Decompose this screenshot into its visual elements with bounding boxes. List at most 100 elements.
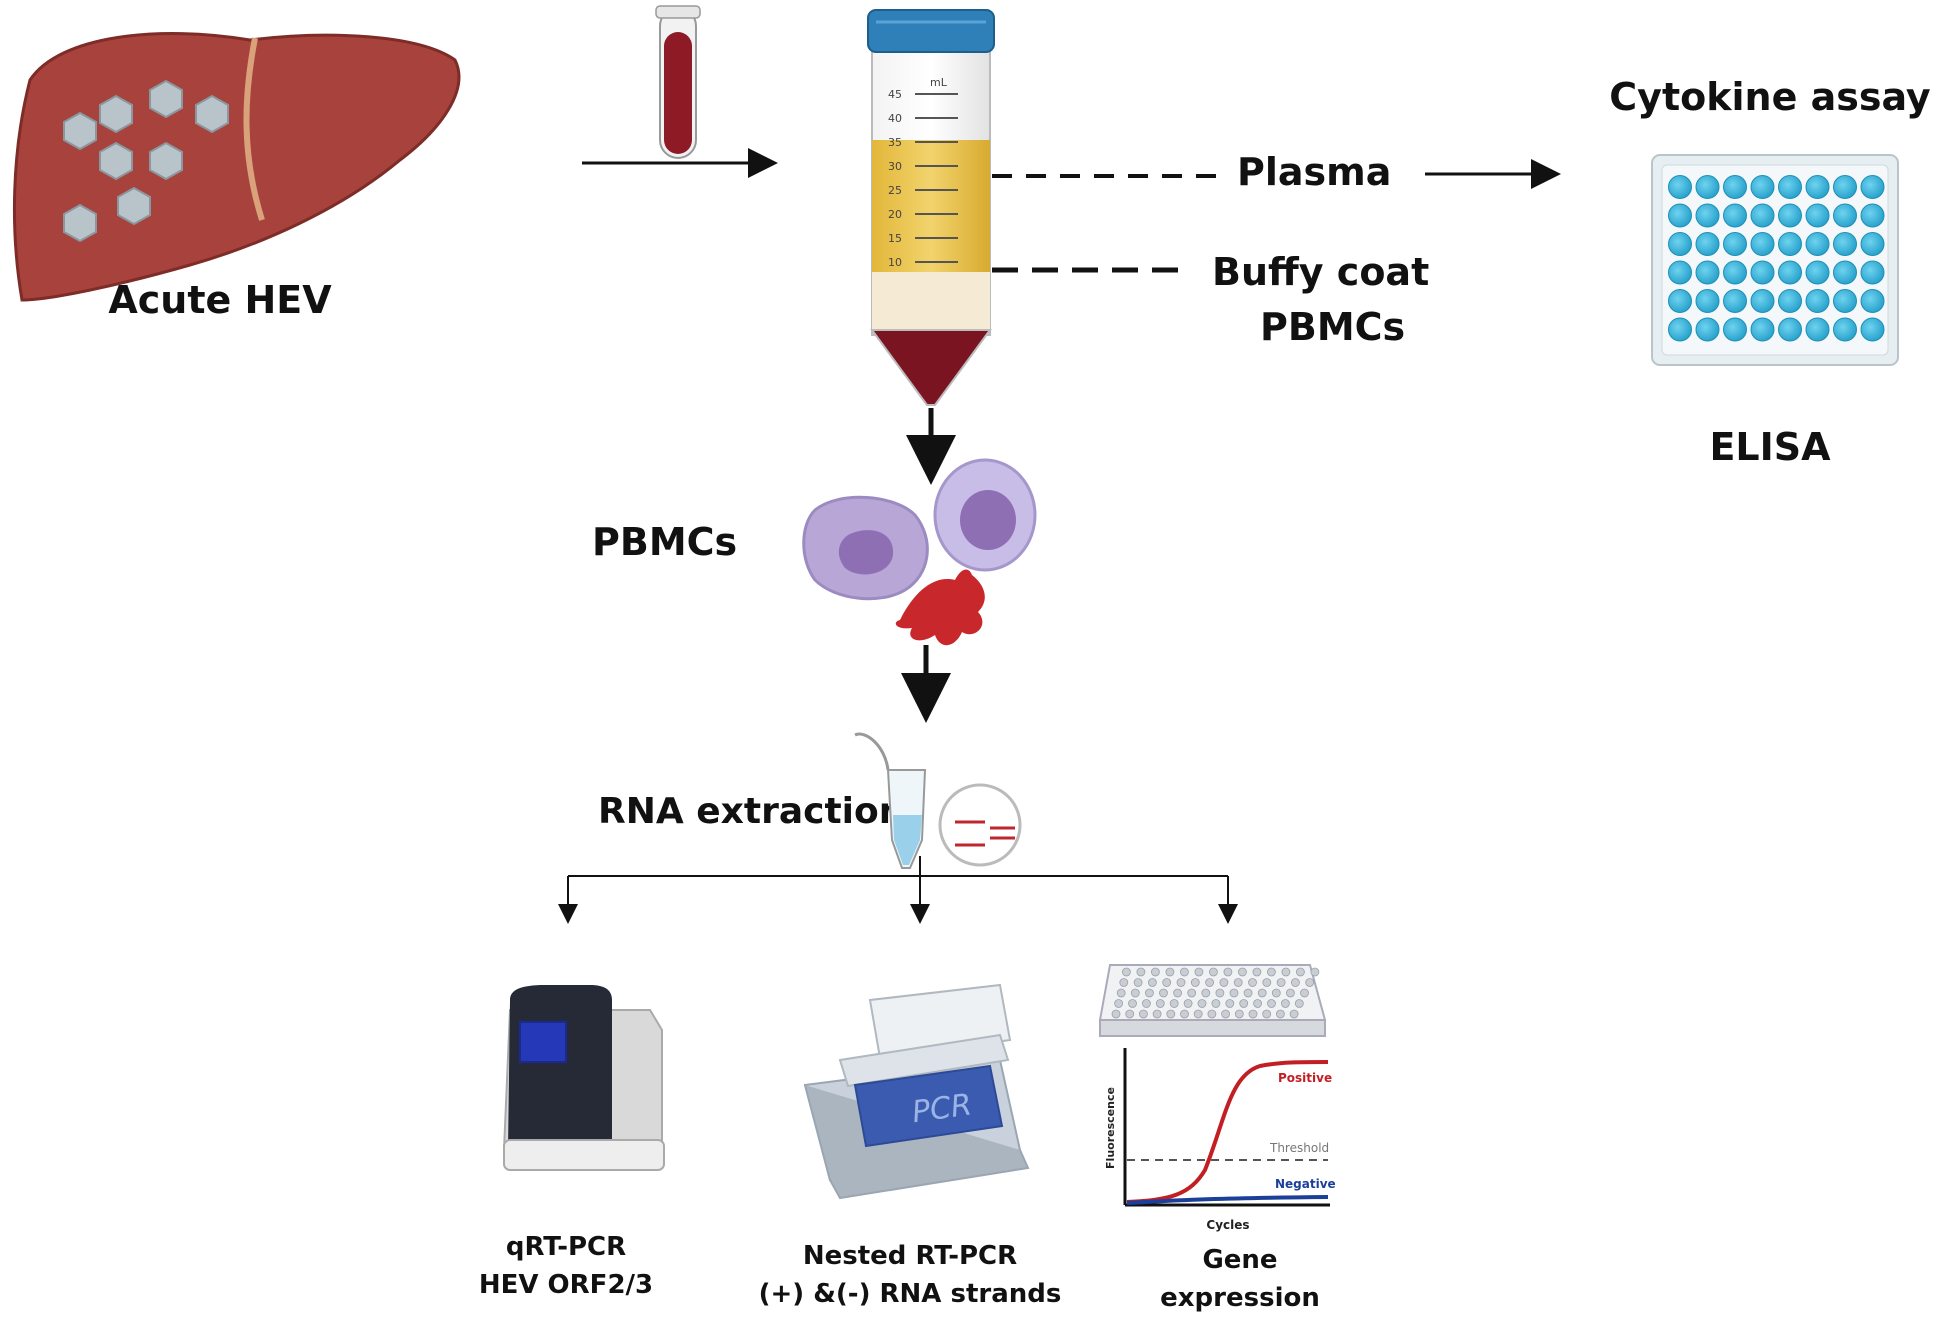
- positive-curve: [1126, 1060, 1329, 1204]
- elisa-well: [1668, 289, 1692, 313]
- elisa-well: [1695, 317, 1720, 342]
- plot-negative-label: Negative: [1275, 1177, 1336, 1191]
- pcr-plate-well: [1201, 988, 1211, 998]
- pcr-plate-well: [1294, 999, 1304, 1008]
- elisa-well: [1668, 317, 1692, 342]
- pcr-plate-well: [1145, 988, 1154, 998]
- tube-tick-label: 40: [888, 112, 902, 125]
- plot-threshold-label: Threshold: [1269, 1141, 1329, 1155]
- qpcr-machine-icon: [502, 985, 665, 1171]
- qrt-pcr-label-line1: qRT-PCR: [506, 1232, 626, 1262]
- tube-tick-label: 20: [888, 208, 902, 221]
- elisa-plate: [1651, 154, 1899, 366]
- elisa-well: [1860, 232, 1885, 256]
- pcr-plate-well: [1276, 1009, 1285, 1019]
- elisa-well: [1778, 175, 1802, 199]
- pcr-plate-well: [1139, 1009, 1148, 1019]
- elisa-well: [1833, 232, 1857, 256]
- nested-pcr-label-line1: Nested RT-PCR: [803, 1241, 1017, 1271]
- elisa-well: [1833, 203, 1857, 228]
- elisa-well: [1805, 260, 1830, 285]
- elisa-well: [1723, 232, 1747, 256]
- qpcr-amplification-plot: [1123, 1048, 1330, 1207]
- elisa-well: [1860, 203, 1885, 228]
- pcr-plate-well: [1243, 988, 1253, 998]
- rna-magnifier-icon: [938, 783, 1022, 867]
- pcr-plate-well: [1183, 999, 1193, 1008]
- tube-tick-label: 15: [888, 232, 902, 245]
- elisa-well: [1860, 260, 1885, 285]
- tube-tick-label: 45: [888, 88, 902, 101]
- plasma-label: Plasma: [1237, 150, 1391, 194]
- pcr-plate-well: [1267, 999, 1276, 1008]
- pcr-plate-well: [1300, 988, 1309, 998]
- pcr-plate-well: [1180, 1009, 1189, 1019]
- elisa-well: [1668, 260, 1692, 285]
- elisa-well: [1833, 175, 1857, 199]
- pcr-plate-well: [1119, 978, 1129, 987]
- pcr-plate-well: [1187, 988, 1197, 998]
- pcr-plate-well: [1233, 978, 1243, 987]
- plot-x-axis-label: Cycles: [1206, 1218, 1249, 1232]
- pcr-plate-well: [1151, 967, 1160, 977]
- pcr-plate-well: [1197, 999, 1207, 1008]
- elisa-well: [1778, 203, 1802, 228]
- elisa-well: [1860, 289, 1885, 313]
- pcr-plate-well: [1173, 988, 1182, 998]
- elisa-well: [1860, 175, 1885, 199]
- elisa-well: [1833, 317, 1857, 342]
- pcr-plate-well: [1221, 1009, 1230, 1019]
- centrifuge-tube: [867, 9, 995, 406]
- pcr-plate-well: [1142, 999, 1151, 1008]
- gene-expression-label-line1: Gene: [1202, 1245, 1277, 1275]
- branch-arrows: [558, 856, 1238, 924]
- elisa-well: [1695, 175, 1720, 199]
- pcr-plate-icon: [1098, 964, 1327, 1037]
- elisa-label: ELISA: [1709, 425, 1831, 469]
- tube-tick-label: 30: [888, 160, 902, 173]
- pcr-plate-well: [1239, 999, 1249, 1008]
- pcr-plate-well: [1291, 978, 1300, 987]
- pbmcs-label: PBMCs: [592, 520, 737, 564]
- pcr-plate-well: [1165, 967, 1175, 977]
- pcr-machine-icon: [803, 983, 1030, 1200]
- pcr-machine-text: PCR: [910, 1087, 974, 1130]
- pcr-plate-well: [1223, 967, 1233, 977]
- negative-curve: [1126, 1195, 1329, 1205]
- rna-extraction-label: RNA extraction: [598, 791, 904, 832]
- pcr-plate-well: [1271, 988, 1281, 998]
- pcr-plate-well: [1180, 967, 1189, 977]
- elisa-well: [1805, 289, 1830, 313]
- elisa-well: [1805, 175, 1830, 199]
- pcr-plate-well: [1305, 978, 1315, 987]
- buffy-coat-label: Buffy coat: [1212, 250, 1429, 294]
- pbmc-cells: [802, 458, 1037, 646]
- tube-scale-unit: mL: [930, 76, 948, 89]
- pcr-plate-well: [1205, 978, 1214, 987]
- nested-pcr-label-line2: (+) &(-) RNA strands: [759, 1279, 1062, 1309]
- pcr-plate-well: [1176, 978, 1186, 987]
- elisa-well: [1750, 175, 1775, 199]
- pcr-plate-well: [1248, 1009, 1258, 1019]
- pcr-plate-well: [1253, 999, 1262, 1008]
- pcr-plate-well: [1310, 967, 1320, 977]
- pcr-plate-well: [1152, 1009, 1162, 1019]
- gene-expression-label-line2: expression: [1160, 1283, 1320, 1313]
- pcr-plate-well: [1155, 999, 1165, 1008]
- elisa-well: [1695, 232, 1720, 256]
- pcr-plate-well: [1248, 978, 1257, 987]
- elisa-well: [1695, 289, 1720, 313]
- pcr-plate-well: [1215, 988, 1225, 998]
- elisa-well: [1695, 260, 1720, 285]
- acute-hev-label: Acute HEV: [108, 278, 332, 322]
- pcr-plate-well: [1234, 1009, 1244, 1019]
- cytokine-assay-label: Cytokine assay: [1609, 75, 1931, 119]
- pcr-plate-well: [1128, 999, 1137, 1008]
- pcr-plate-well: [1207, 1009, 1217, 1019]
- elisa-well: [1860, 317, 1885, 342]
- elisa-well: [1723, 289, 1747, 313]
- elisa-well: [1833, 289, 1857, 313]
- pcr-plate-well: [1122, 967, 1131, 977]
